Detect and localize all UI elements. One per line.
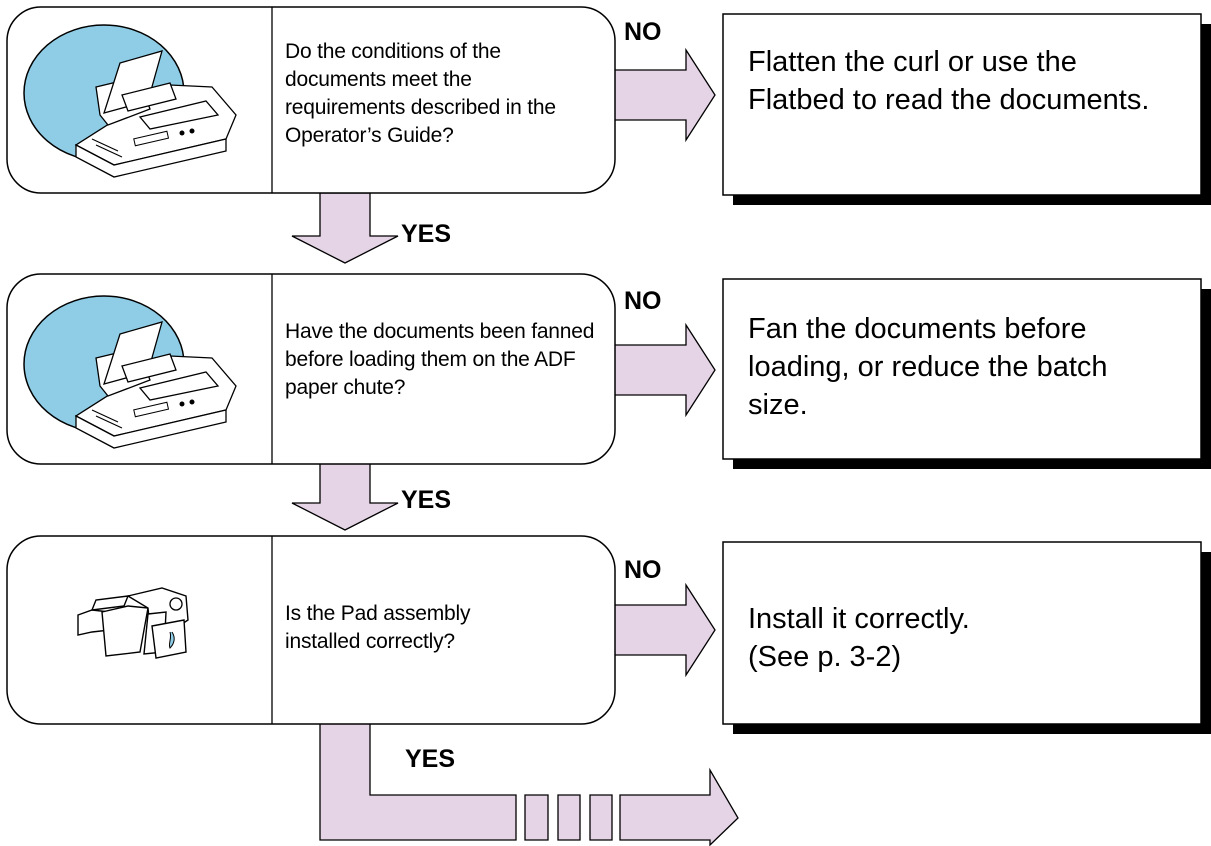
yes-label-1: YES <box>401 220 452 248</box>
yes-arrow-2 <box>291 462 399 531</box>
remedy-text-3: Install it correctly. (See p. 3-2) <box>748 603 970 673</box>
no-arrow-1 <box>611 47 716 143</box>
no-label-2: NO <box>624 287 662 315</box>
remedy-text-2: Fan the documents before loading, or red… <box>748 313 1108 421</box>
no-arrow-2 <box>611 322 716 418</box>
question-text-2: Have the documents been fanned before lo… <box>285 320 595 399</box>
question-box-3 <box>6 535 616 725</box>
remedy-box-2 <box>722 278 1202 460</box>
remedy-text-1: Flatten the curl or use the Flatbed to r… <box>748 46 1150 116</box>
no-arrow-3 <box>611 582 716 678</box>
yes-label-2: YES <box>401 486 452 514</box>
question-text-1: Do the conditions of the documents meet … <box>285 40 556 147</box>
remedy-box-1 <box>722 13 1202 196</box>
remedy-box-3 <box>722 541 1202 725</box>
yes-arrow-3 <box>319 722 739 846</box>
no-label-3: NO <box>624 556 662 584</box>
no-label-1: NO <box>624 18 662 46</box>
yes-arrow-1 <box>291 192 399 264</box>
question-text-3: Is the Pad assembly installed correctly? <box>285 602 471 653</box>
yes-label-3: YES <box>405 745 456 773</box>
